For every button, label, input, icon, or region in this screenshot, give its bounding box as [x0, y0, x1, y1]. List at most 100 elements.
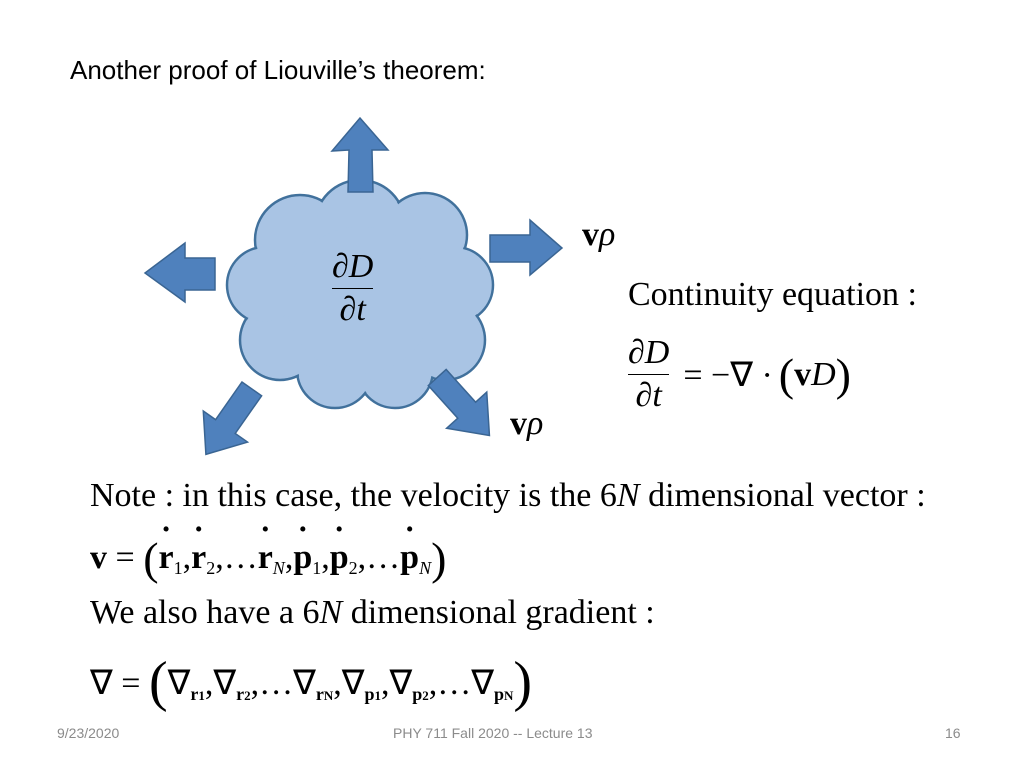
denominator: ∂t [635, 377, 662, 414]
paren: ) [513, 651, 533, 713]
subscript: N [419, 558, 432, 578]
ellipsis: … [223, 539, 258, 576]
p: p [412, 684, 423, 704]
text: We also have a 6 [90, 594, 320, 631]
paren: ) [431, 533, 447, 584]
ellipsis: … [366, 539, 401, 576]
nabla: ∇ [471, 665, 495, 702]
paren: ( [148, 651, 168, 713]
comma: , [250, 665, 260, 702]
continuity-derivative: ∂D ∂t [628, 334, 670, 415]
arrow-right-icon [489, 218, 564, 277]
arrow-up-icon [330, 116, 390, 193]
p: p [364, 684, 375, 704]
slide-title: Another proof of Liouville’s theorem: [70, 55, 486, 85]
p-dot: p [400, 521, 419, 577]
subscript: 2 [348, 558, 358, 578]
n-symbol: N [616, 477, 640, 514]
equals: = [112, 665, 149, 702]
arrow-down-left-icon [202, 380, 263, 456]
comma: , [357, 539, 367, 576]
page-number: 16 [945, 725, 961, 741]
text: Note : in this case, the velocity is the… [90, 477, 617, 514]
comma: , [321, 539, 330, 576]
subscript: N [272, 558, 285, 578]
text: dimensional vector : [639, 477, 926, 514]
fraction-bar [628, 374, 670, 375]
p-dot: p [293, 521, 312, 577]
operator: = −∇ · [683, 356, 773, 394]
comma: , [182, 539, 192, 576]
flux-label-bottom: vρ [510, 405, 543, 443]
cloud-derivative: ∂D ∂t [332, 248, 374, 329]
cloud-denominator: ∂t [339, 291, 366, 328]
n-symbol: N [319, 594, 343, 631]
footer-title: PHY 711 Fall 2020 -- Lecture 13 [393, 725, 593, 741]
subscript: r2 [236, 684, 251, 704]
continuity-label: Continuity equation : [628, 276, 917, 313]
r-dot: r [191, 521, 206, 577]
index: 1 [374, 688, 382, 703]
index: 1 [198, 688, 205, 703]
rho-symbol: ρ [527, 405, 544, 442]
r: r [236, 684, 245, 704]
subscript: rN [316, 684, 333, 704]
subscript: p2 [412, 684, 429, 704]
p: p [494, 684, 505, 704]
note-line-1: Note : in this case, the velocity is the… [90, 477, 926, 515]
flux-label-right: vρ [582, 216, 615, 254]
v-symbol: v [510, 405, 527, 442]
subscript: r1 [190, 684, 205, 704]
ellipsis: … [437, 665, 472, 702]
subscript: 2 [206, 558, 216, 578]
index: 2 [422, 688, 429, 703]
footer-date: 9/23/2020 [57, 725, 120, 741]
cloud-lobe-fill [228, 248, 302, 322]
fraction-bar [332, 288, 374, 289]
nabla: ∇ [90, 665, 113, 702]
velocity-vector-equation: v = (r1,r2,…rN,p1,p2,…pN) [90, 521, 447, 585]
paren: ) [835, 349, 851, 400]
subscript: 1 [173, 558, 183, 578]
comma: , [204, 665, 214, 702]
r-dot: r [258, 521, 273, 577]
v-symbol: v [794, 355, 812, 393]
p-dot: p [330, 521, 349, 577]
gradient-equation: ∇ = (∇r1,∇r2,…∇rN,∇p1,∇p2,…∇pN) [90, 650, 532, 714]
subscript: pN [494, 684, 513, 704]
paren: ( [143, 533, 159, 584]
r-dot: r [159, 521, 174, 577]
index: N [504, 688, 514, 703]
v-symbol: v [582, 216, 599, 253]
ellipsis: … [259, 665, 294, 702]
arrow-left-icon [143, 241, 216, 304]
subscript: p1 [364, 684, 381, 704]
r: r [315, 684, 324, 704]
index: N [323, 688, 334, 703]
comma: , [215, 539, 224, 576]
note-line-3: We also have a 6N dimensional gradient : [90, 594, 655, 632]
nabla: ∇ [341, 665, 365, 702]
rho-symbol: ρ [599, 216, 616, 253]
nabla: ∇ [389, 665, 413, 702]
arrow-down-right-icon [427, 368, 491, 437]
text: dimensional gradient : [342, 594, 655, 631]
equals: = [107, 539, 144, 576]
v-symbol: v [90, 539, 107, 576]
d-symbol: D [811, 355, 836, 393]
comma: , [333, 665, 342, 702]
comma: , [428, 665, 438, 702]
cloud-lobe-fill [286, 226, 434, 374]
numerator: ∂D [628, 334, 670, 371]
comma: , [284, 539, 294, 576]
r: r [190, 684, 199, 704]
index: 2 [244, 688, 251, 703]
nabla: ∇ [213, 665, 237, 702]
comma: , [381, 665, 390, 702]
nabla: ∇ [167, 665, 191, 702]
cloud-numerator: ∂D [332, 248, 374, 285]
cloud-region [225, 178, 495, 410]
subscript: 1 [312, 558, 322, 578]
